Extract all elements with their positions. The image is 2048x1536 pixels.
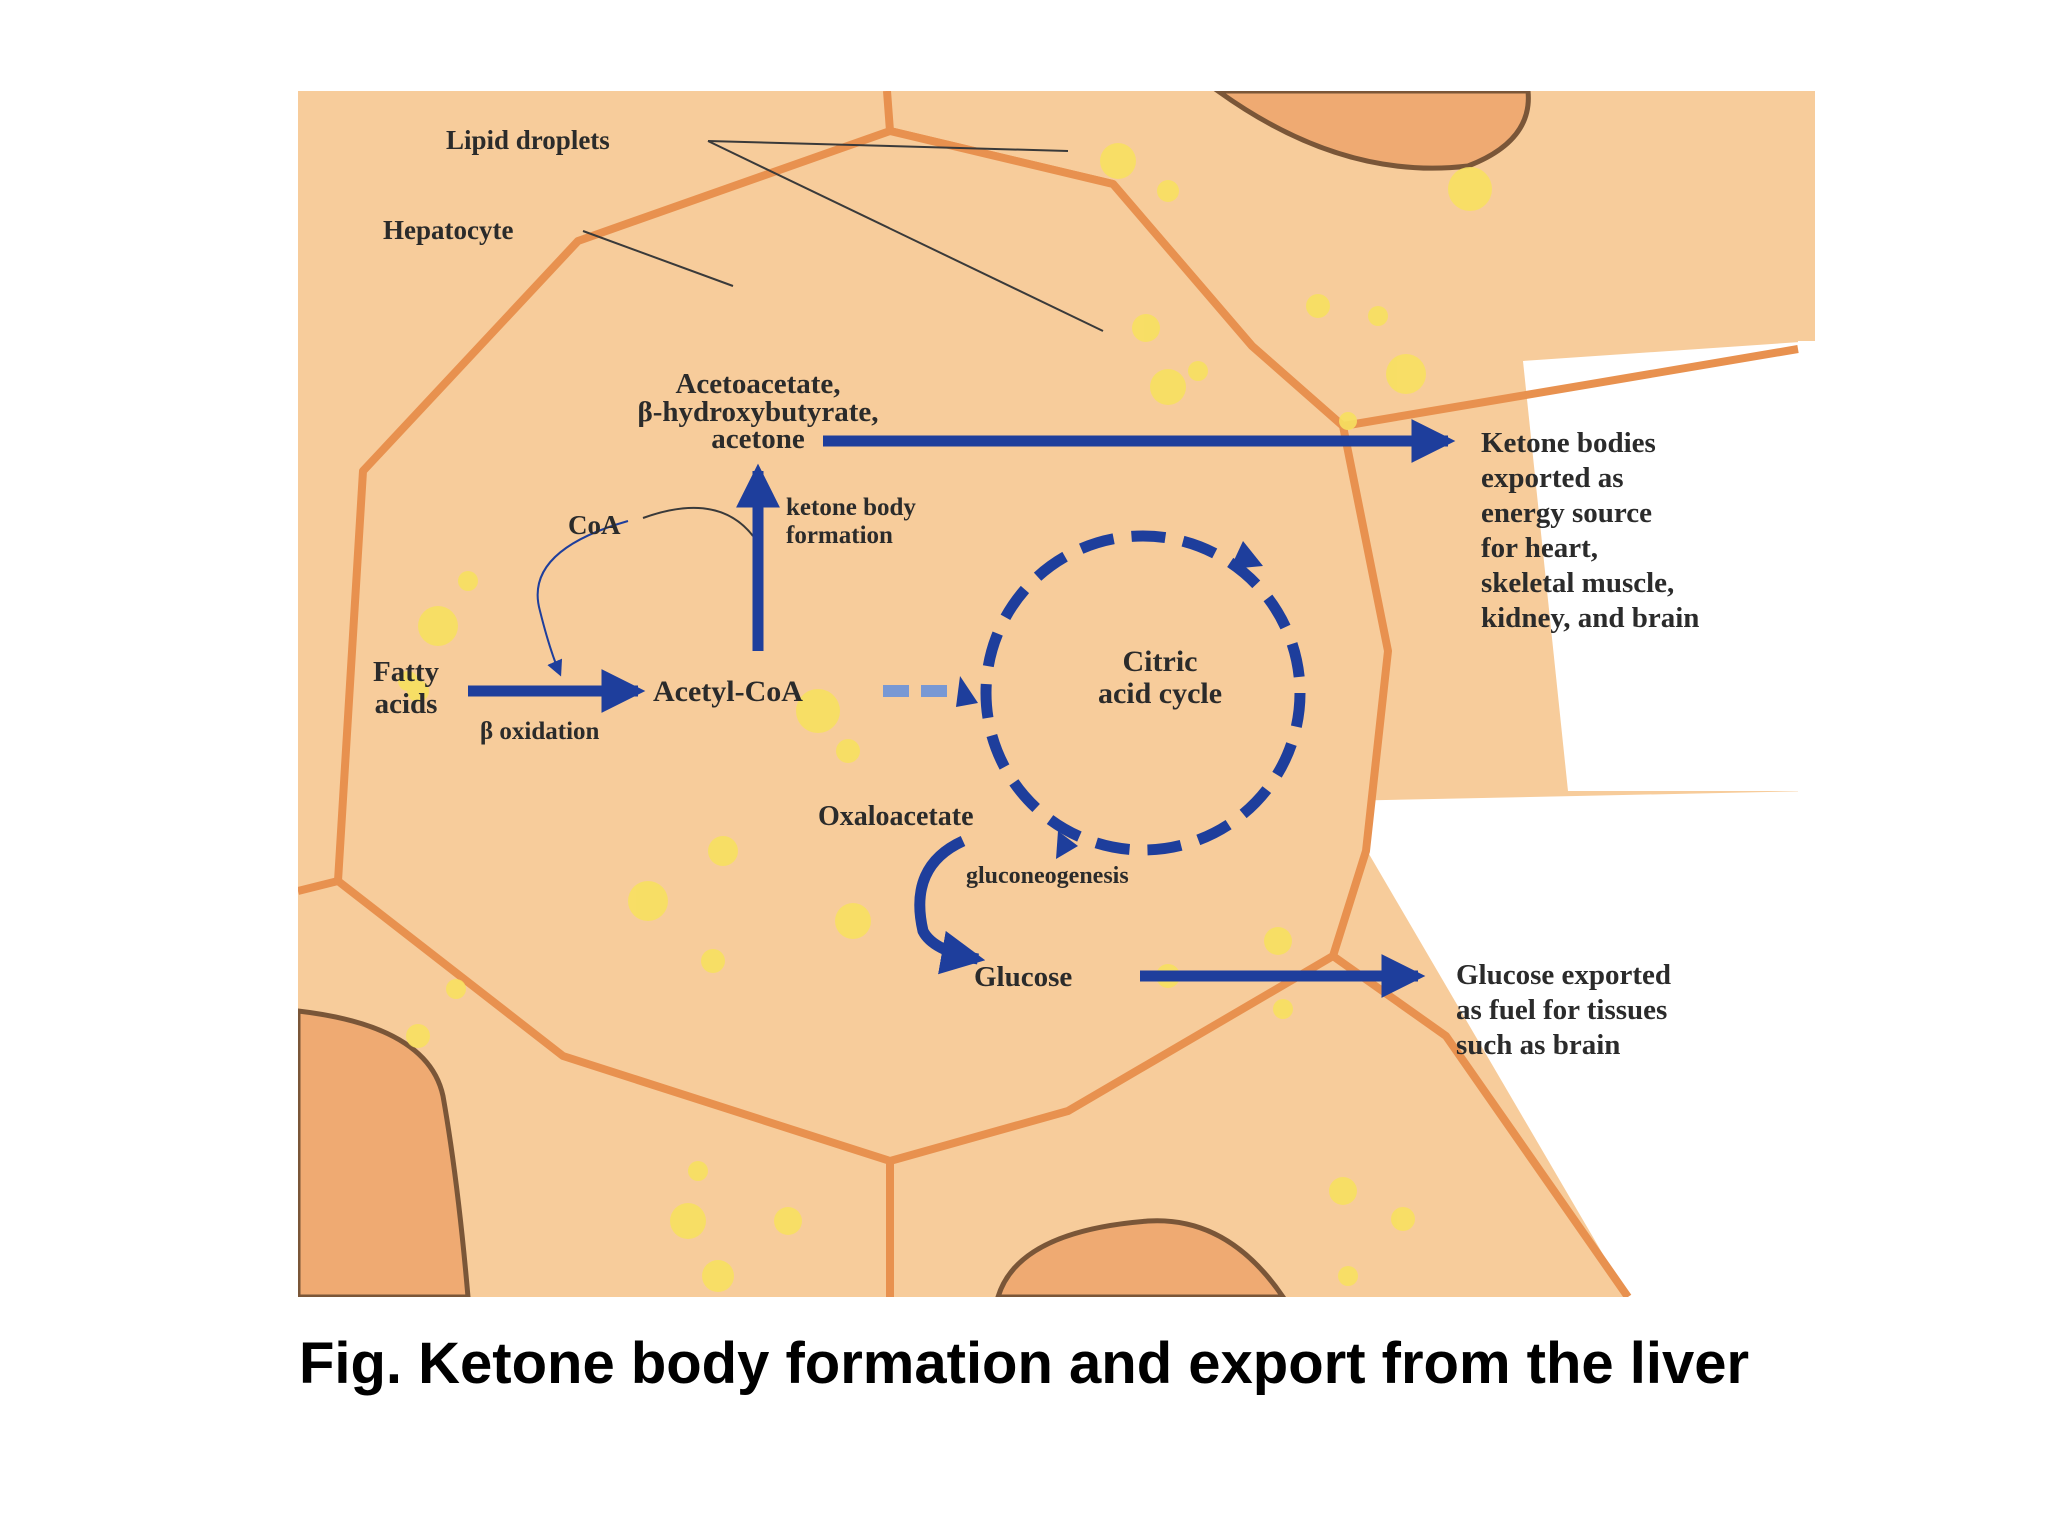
glucose-export-line-3: such as brain <box>1456 1029 1620 1061</box>
ketone-export-line-6: kidney, and brain <box>1481 602 1699 634</box>
fatty-acids-line-2: acids <box>375 688 438 720</box>
acetone-label: acetone <box>711 423 805 455</box>
hepatocyte-cell <box>334 127 1392 1165</box>
lipid-droplet <box>1157 180 1179 202</box>
coa-leader-line <box>642 506 754 537</box>
cycle-arrowhead-left <box>956 676 978 707</box>
ketone-diagram: Lipid droplets Hepatocyte Acetoacetate, … <box>298 91 1815 1297</box>
oxaloacetate-label: Oxaloacetate <box>818 801 974 832</box>
lipid-droplet <box>670 1203 706 1239</box>
hepatocyte-leader-line <box>582 230 734 287</box>
lipid-leader-line-2 <box>707 140 1104 332</box>
lipid-droplet <box>1338 1266 1358 1286</box>
lipid-droplet <box>1306 294 1330 318</box>
glucose-label: Glucose <box>974 961 1072 993</box>
lipid-droplet <box>1264 927 1292 955</box>
lipid-droplet <box>835 903 871 939</box>
coa-curved-arrow <box>536 520 629 677</box>
lipid-droplet <box>1273 999 1293 1019</box>
lipid-droplet <box>628 881 668 921</box>
lipid-droplet <box>1150 369 1186 405</box>
lower-left-cell-border <box>298 877 339 895</box>
lower-right-cell-border <box>1330 952 1632 1297</box>
acetyl-coa-label: Acetyl-CoA <box>653 675 803 708</box>
hydroxybutyrate-label: β-hydroxybutyrate, <box>637 396 878 428</box>
ketone-export-line-4: for heart, <box>1481 532 1598 564</box>
acetoacetate-label: Acetoacetate, <box>675 368 840 400</box>
tissue-margin-right-lower <box>1338 791 1815 1297</box>
lipid-droplet <box>1386 354 1426 394</box>
ketone-export-line-1: Ketone bodies <box>1481 427 1656 459</box>
lipid-droplet <box>398 671 418 691</box>
ketone-body-formation-line-2: formation <box>786 522 893 549</box>
coa-label: CoA <box>568 510 621 540</box>
lipid-droplets-group <box>398 143 1492 1292</box>
lipid-droplets-label: Lipid droplets <box>446 125 610 155</box>
citric-acid-cycle-ring <box>883 530 1306 859</box>
lipid-droplet <box>1188 361 1208 381</box>
fatty-acids-line-1: Fatty <box>373 656 440 688</box>
ketone-body-formation-line-1: ketone body <box>786 494 916 521</box>
lipid-droplet <box>446 979 466 999</box>
nucleus-bottom-center <box>995 1218 1287 1297</box>
ketone-export-line-3: energy source <box>1481 497 1652 529</box>
citric-acid-cycle-line-1: Citric <box>1123 645 1198 678</box>
beta-oxidation-label: β oxidation <box>480 718 600 745</box>
tissue-margin-right-upper <box>1523 341 1815 791</box>
figure-caption: Fig. Ketone body formation and export fr… <box>298 1331 1750 1396</box>
ketone-export-line-2: exported as <box>1481 462 1624 494</box>
lipid-droplet <box>708 836 738 866</box>
lipid-droplet <box>1391 1207 1415 1231</box>
citric-cycle-dashed-circle <box>980 530 1306 856</box>
lipid-droplet <box>1368 306 1388 326</box>
nucleus-top-right <box>1213 91 1531 171</box>
lipid-droplet <box>688 1161 708 1181</box>
lipid-droplet <box>1448 167 1492 211</box>
arrows <box>468 419 1456 998</box>
glucose-export-line-2: as fuel for tissues <box>1456 994 1667 1026</box>
lipid-leader-line-1 <box>707 140 1069 152</box>
hepatocyte-label: Hepatocyte <box>383 215 513 245</box>
lipid-droplet <box>774 1207 802 1235</box>
lipid-droplet <box>1339 412 1357 430</box>
gluconeogenesis-label: gluconeogenesis <box>966 863 1129 889</box>
citric-acid-cycle-line-2: acid cycle <box>1098 677 1222 710</box>
ketone-export-line-5: skeletal muscle, <box>1481 567 1674 599</box>
lipid-droplet <box>702 1260 734 1292</box>
cycle-arrowhead-top <box>1230 541 1263 569</box>
gluconeogenesis-arrow <box>914 835 986 975</box>
lipid-droplet <box>1132 314 1160 342</box>
lipid-droplet <box>701 949 725 973</box>
cycle-arrowhead-bottom <box>1056 831 1078 859</box>
lipid-droplet <box>796 689 840 733</box>
lipid-droplet <box>458 571 478 591</box>
lipid-droplet <box>418 606 458 646</box>
leader-lines <box>582 140 1104 537</box>
lipid-droplet <box>1100 143 1136 179</box>
lipid-droplet <box>1329 1177 1357 1205</box>
glucose-export-line-1: Glucose exported <box>1456 959 1671 991</box>
nucleus-bottom-left <box>298 1008 471 1297</box>
lipid-droplet <box>406 1024 430 1048</box>
lipid-droplet <box>836 739 860 763</box>
